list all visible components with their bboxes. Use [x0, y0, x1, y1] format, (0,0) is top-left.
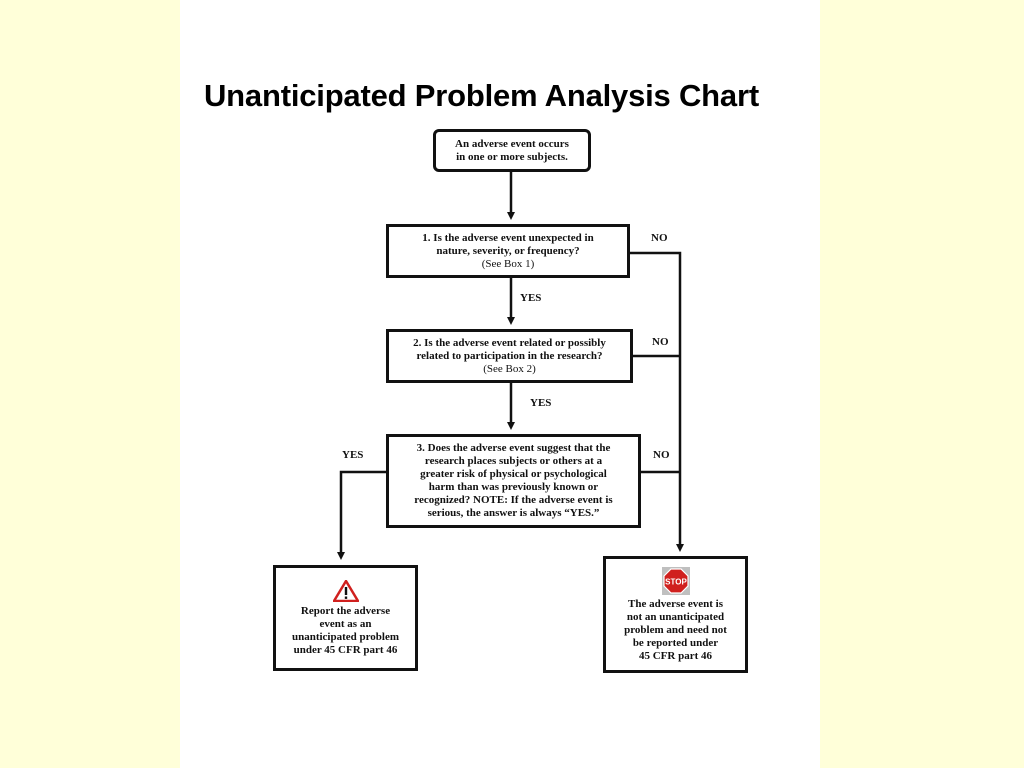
question-3-box: 3. Does the adverse event suggest that t…: [386, 434, 641, 528]
warning-icon: [332, 579, 359, 602]
q3-line-1: 3. Does the adverse event suggest that t…: [416, 442, 611, 454]
q2-ref: (See Box 2): [483, 362, 536, 375]
stop-sign-icon: STOP: [661, 566, 690, 595]
q3-yes-label: YES: [342, 449, 364, 461]
arrow-q3-yes: [337, 470, 387, 560]
report-line-2: event as an: [319, 617, 372, 630]
q2-line-2: related to participation in the research…: [416, 349, 603, 362]
q2-line-1: 2. Is the adverse event related or possi…: [413, 336, 606, 349]
q3-line-3: greater risk of physical or psychologica…: [420, 468, 607, 480]
line-q1-no: [630, 251, 684, 552]
q1-yes-label: YES: [520, 292, 542, 304]
question-1-box: 1. Is the adverse event unexpected in na…: [386, 224, 630, 278]
q3-no-label: NO: [653, 449, 670, 461]
page-title: Unanticipated Problem Analysis Chart: [204, 78, 759, 113]
report-line-1: Report the adverse: [300, 604, 391, 617]
not-reported-line-3: problem and need not: [624, 623, 727, 636]
q1-line-1: 1. Is the adverse event unexpected in: [422, 231, 594, 244]
question-2-box: 2. Is the adverse event related or possi…: [386, 329, 633, 383]
stop-sign-text: STOP: [665, 577, 687, 586]
report-box: Report the adverse event as an unanticip…: [273, 565, 418, 671]
q2-no-label: NO: [652, 336, 669, 348]
start-line-2: in one or more subjects.: [456, 150, 568, 163]
q2-yes-label: YES: [530, 397, 552, 409]
q1-no-label: NO: [651, 232, 668, 244]
q3-line-5: recognized? NOTE: If the adverse event i…: [414, 494, 613, 506]
not-reported-line-1: The adverse event is: [627, 597, 723, 610]
q1-line-2: nature, severity, or frequency?: [436, 244, 580, 257]
not-reported-line-4: be reported under: [632, 636, 719, 649]
report-line-3: unanticipated problem: [291, 630, 400, 643]
not-reported-box: STOP The adverse event is not an unantic…: [603, 556, 748, 673]
q3-line-6: serious, the answer is always “YES.”: [427, 507, 600, 519]
start-box: An adverse event occurs in one or more s…: [433, 129, 591, 172]
report-line-4: under 45 CFR part 46: [293, 643, 398, 656]
q3-line-2: research places subjects or others at a: [424, 455, 603, 467]
not-reported-line-2: not an unanticipated: [626, 610, 725, 623]
q3-line-4: harm than was previously known or: [428, 481, 599, 493]
not-reported-line-5: 45 CFR part 46: [638, 649, 713, 662]
q1-ref: (See Box 1): [481, 257, 535, 270]
start-line-1: An adverse event occurs: [455, 137, 569, 150]
